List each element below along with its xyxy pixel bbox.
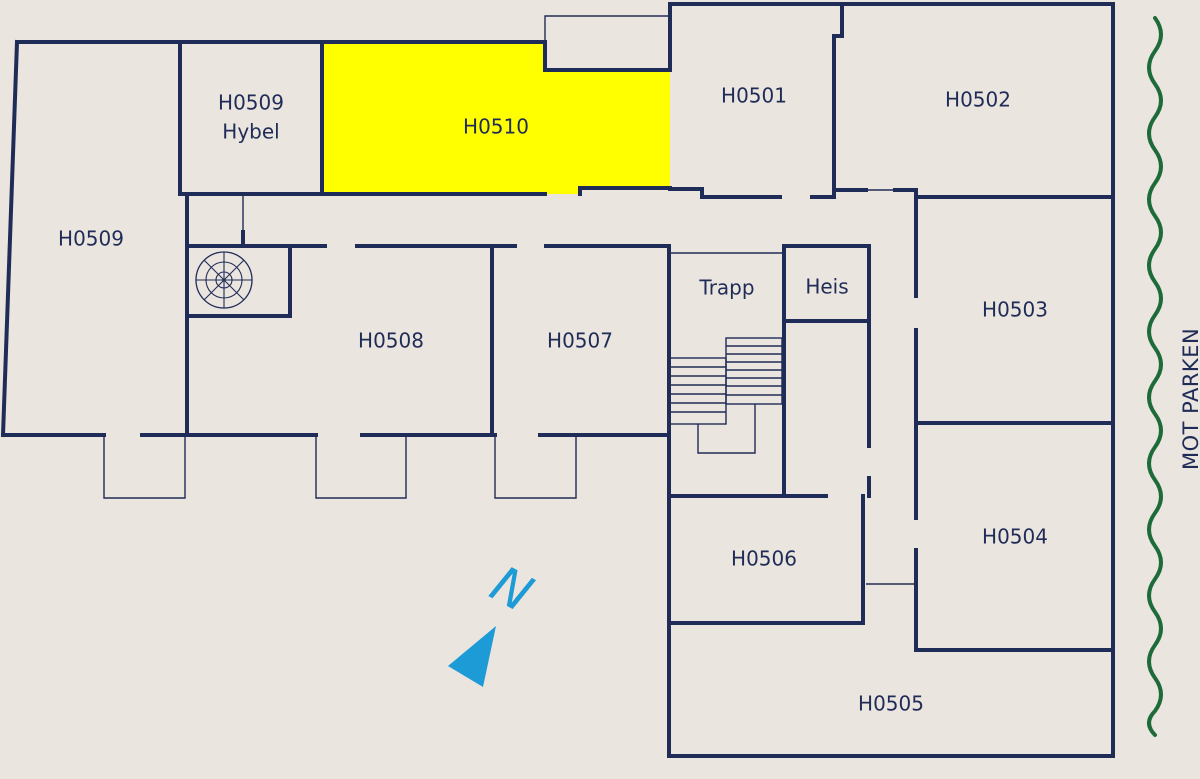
label-h0510: H0510: [463, 115, 529, 139]
stairs: [669, 337, 783, 454]
walls: [0, 2, 1115, 758]
north-label: N: [482, 555, 542, 624]
label-h0503: H0503: [982, 298, 1048, 322]
label-h0505: H0505: [858, 692, 924, 716]
label-h0509-hybel-line2: Hybel: [222, 120, 279, 144]
side-label-mot-parken: MOT PARKEN: [1179, 328, 1200, 470]
label-h0509: H0509: [58, 227, 124, 251]
north-arrow-icon: N: [448, 555, 542, 687]
label-h0508: H0508: [358, 329, 424, 353]
label-h0504: H0504: [982, 525, 1048, 549]
room-labels: H0509 Hybel H0510 H0501 H0502 H0509 Trap…: [58, 84, 1048, 716]
park-boundary-wave-icon: [1147, 16, 1163, 737]
label-h0502: H0502: [945, 88, 1011, 112]
label-h0506: H0506: [731, 547, 797, 571]
label-h0509-hybel-line1: H0509: [218, 91, 284, 115]
label-h0507: H0507: [547, 329, 613, 353]
label-h0501: H0501: [721, 84, 787, 108]
ventilation-fan-icon: [195, 251, 253, 309]
room-h0510[interactable]: [322, 44, 670, 194]
label-heis: Heis: [805, 275, 848, 299]
label-trapp: Trapp: [698, 276, 754, 300]
thin-outlines: [103, 15, 916, 585]
